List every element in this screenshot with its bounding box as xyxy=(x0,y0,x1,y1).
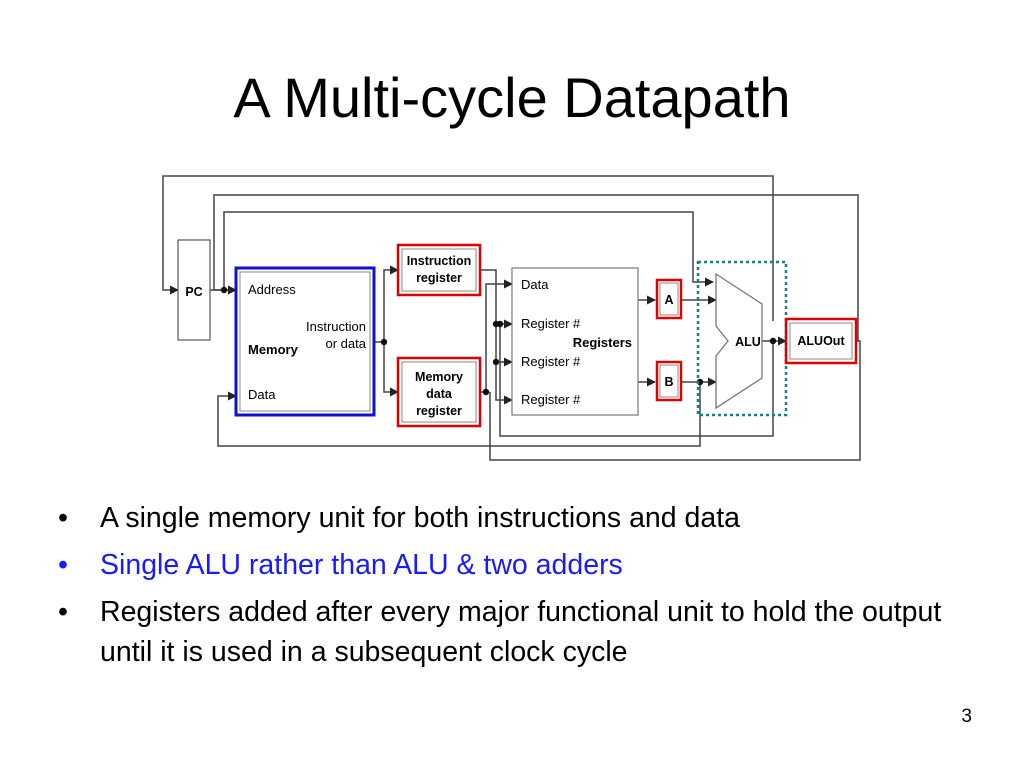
memory-unit: Address Instruction or data Memory Data xyxy=(234,266,376,417)
bullet-text: Registers added after every major functi… xyxy=(100,596,942,668)
bullet-list: • A single memory unit for both instruct… xyxy=(58,498,968,679)
slide-number: 3 xyxy=(961,706,972,727)
registers-data-label: Data xyxy=(521,277,549,292)
b-label: B xyxy=(664,375,673,389)
registers-reg1-label: Register # xyxy=(521,316,581,331)
multicycle-datapath-diagram: PC Address Instruction or data Memory Da… xyxy=(162,175,861,461)
ir-label-line1: Instruction xyxy=(407,254,472,268)
bullet-item: • A single memory unit for both instruct… xyxy=(58,498,968,538)
memory-name-label: Memory xyxy=(248,342,299,357)
pc-label: PC xyxy=(185,285,202,299)
mdr-label-line2: data xyxy=(426,387,453,401)
memory-or-data-label: or data xyxy=(326,336,367,351)
memory-address-label: Address xyxy=(248,282,296,297)
b-register: B xyxy=(655,360,683,402)
registers-name-label: Registers xyxy=(573,335,632,350)
pc-register: PC xyxy=(177,239,211,341)
bullet-item: • Registers added after every major func… xyxy=(58,592,968,672)
aluout-register: ALUOut xyxy=(784,317,858,365)
a-label: A xyxy=(664,293,673,307)
memory-data-label: Data xyxy=(248,387,276,402)
memory-instruction-label: Instruction xyxy=(306,319,366,334)
slide-title: A Multi-cycle Datapath xyxy=(233,66,791,129)
mdr-label-line1: Memory xyxy=(415,370,463,384)
registers-reg2-label: Register # xyxy=(521,354,581,369)
register-file: Data Register # Registers Register # Reg… xyxy=(511,267,639,416)
bullet-item: • Single ALU rather than ALU & two adder… xyxy=(58,545,968,585)
ir-label-line2: register xyxy=(416,271,462,285)
junction-dots xyxy=(220,286,777,396)
registers-reg3-label: Register # xyxy=(521,392,581,407)
bullet-dot: • xyxy=(58,596,68,628)
instruction-register: Instruction register xyxy=(396,243,482,297)
bullet-dot: • xyxy=(58,549,68,581)
bullet-text: A single memory unit for both instructio… xyxy=(100,502,741,534)
aluout-label: ALUOut xyxy=(797,334,845,348)
mdr-label-line3: register xyxy=(416,404,462,418)
alu-label: ALU xyxy=(735,335,761,349)
bullet-dot: • xyxy=(58,502,68,534)
a-register: A xyxy=(655,278,683,320)
bullet-text: Single ALU rather than ALU & two adders xyxy=(100,549,623,581)
memory-data-register: Memory data register xyxy=(396,356,482,428)
